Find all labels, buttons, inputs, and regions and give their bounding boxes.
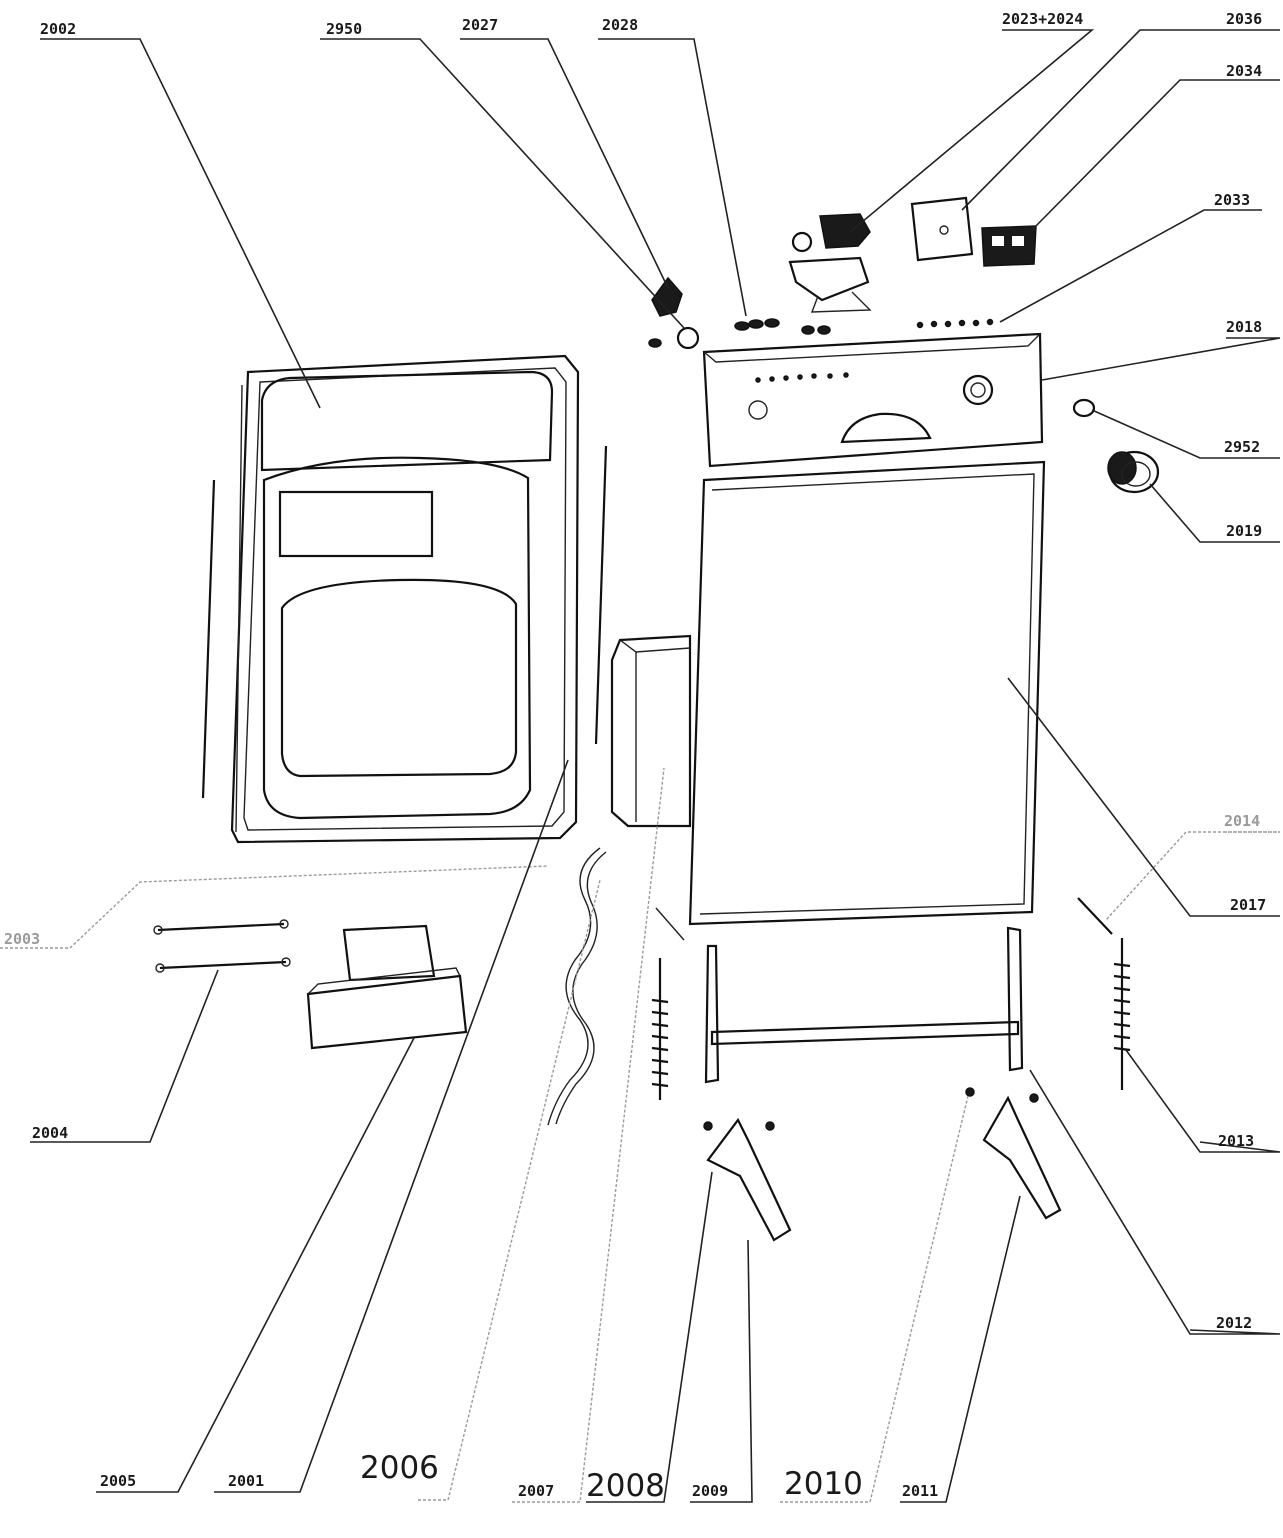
spring-right	[1113, 938, 1131, 1090]
indicator-lens	[676, 326, 700, 350]
spring-left	[651, 958, 669, 1100]
door-brackets	[153, 919, 291, 973]
label-2950: 2950	[326, 20, 362, 38]
cable	[547, 847, 601, 1126]
side-cover-box	[610, 634, 692, 828]
label-2013: 2013	[1218, 1132, 1254, 1150]
cable-2	[555, 851, 607, 1125]
label-2011: 2011	[902, 1482, 938, 1500]
screw-2008	[655, 907, 685, 941]
label-2009: 2009	[692, 1482, 728, 1500]
label-2019: 2019	[1226, 522, 1262, 540]
part-labels: 2002 2950 2027 2028 2023+2024 2036 2034 …	[4, 10, 1266, 1504]
label-2007: 2007	[518, 1482, 554, 1500]
switch-assembly	[788, 213, 872, 313]
label-2001: 2001	[228, 1472, 264, 1490]
label-2028: 2028	[602, 16, 638, 34]
timer-module	[981, 225, 1037, 267]
label-2023-2024: 2023+2024	[1002, 10, 1083, 28]
label-2027: 2027	[462, 16, 498, 34]
label-2014: 2014	[1224, 812, 1260, 830]
label-2012: 2012	[1216, 1314, 1252, 1332]
label-2005: 2005	[100, 1472, 136, 1490]
detergent-dispenser	[306, 924, 468, 1050]
indicator-clip	[648, 338, 662, 348]
label-2003: 2003	[4, 930, 40, 948]
timer-plate	[910, 196, 974, 262]
button-caps	[734, 318, 831, 335]
label-2008: 2008	[586, 1468, 665, 1504]
hinge-arm-right	[965, 1087, 1062, 1220]
control-panel	[702, 332, 1044, 468]
label-2036: 2036	[1226, 10, 1262, 28]
knob-clip	[1072, 398, 1096, 418]
label-2010: 2010	[784, 1466, 863, 1502]
screw	[1077, 897, 1113, 935]
label-2033: 2033	[1214, 191, 1250, 209]
inner-door-panel	[230, 354, 580, 844]
label-2002: 2002	[40, 20, 76, 38]
door-side-seals	[201, 445, 608, 799]
leader-lines	[0, 29, 1281, 1503]
label-2006: 2006	[360, 1450, 439, 1486]
label-2004: 2004	[32, 1124, 68, 1142]
label-2017: 2017	[1230, 896, 1266, 914]
hinge-arm-left	[703, 1117, 792, 1242]
label-2952: 2952	[1224, 438, 1260, 456]
control-knob	[1107, 450, 1160, 494]
hinge-bar	[704, 926, 1024, 1084]
outer-door-panel	[688, 460, 1046, 926]
rivet-row	[916, 318, 994, 329]
label-2018: 2018	[1226, 318, 1262, 336]
label-2034: 2034	[1226, 62, 1262, 80]
